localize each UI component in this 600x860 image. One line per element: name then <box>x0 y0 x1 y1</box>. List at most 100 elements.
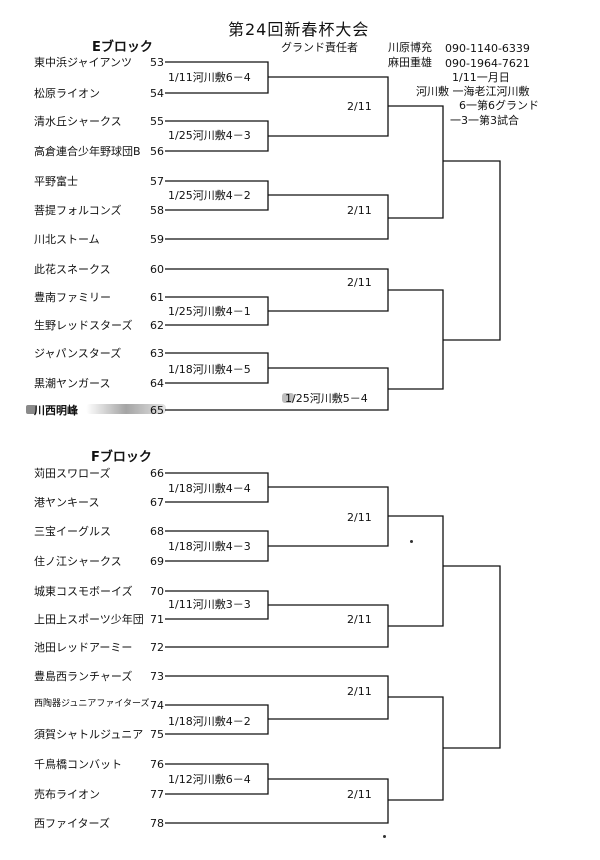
f-block-bracket <box>165 472 501 824</box>
team-name: 菩提フォルコンズ <box>34 204 122 217</box>
team-number: 60 <box>150 263 164 276</box>
match-result: 1/11河川敷6－4 <box>168 71 251 84</box>
team-number: 78 <box>150 817 164 830</box>
team-number: 72 <box>150 641 164 654</box>
bracket-line <box>388 696 444 801</box>
team-number: 59 <box>150 233 164 246</box>
match-result: 1/12河川敷6－4 <box>168 773 251 786</box>
team-number: 67 <box>150 496 164 509</box>
bracket-line <box>165 604 389 648</box>
contact-phone-1: 090-1140-6339 <box>445 42 530 55</box>
bracket-line <box>165 180 269 211</box>
match-result: 1/18河川敷4－2 <box>168 715 251 728</box>
team-number: 61 <box>150 291 164 304</box>
match-result: 1/25河川敷4－3 <box>168 129 251 142</box>
bracket-line <box>443 565 501 749</box>
bracket-line <box>268 76 389 137</box>
team-number: 57 <box>150 175 164 188</box>
team-number: 62 <box>150 319 164 332</box>
bracket-line <box>165 367 389 411</box>
match-result: 2/11 <box>347 100 372 113</box>
team-name: ジャパンスターズ <box>34 347 122 360</box>
bracket-line <box>165 268 389 312</box>
team-name: 川西明峰 <box>34 404 78 417</box>
team-number: 74 <box>150 699 164 712</box>
info-date-legend: 1/11一月日 <box>452 71 510 84</box>
contact-name-2: 麻田重雄 <box>388 56 432 69</box>
bracket-line <box>268 486 389 547</box>
match-result: 2/11 <box>347 613 372 626</box>
contact-phone-2: 090-1964-7621 <box>445 57 530 70</box>
block-heading-f: Fブロック <box>91 450 152 465</box>
block-heading-e: Eブロック <box>92 40 153 55</box>
bracket-line <box>165 296 269 326</box>
bracket-line <box>165 590 269 620</box>
team-name: 住ノ江シャークス <box>34 555 122 568</box>
team-number: 68 <box>150 525 164 538</box>
ink-smudge <box>26 405 36 414</box>
match-result: 2/11 <box>347 788 372 801</box>
team-name: 清水丘シャークス <box>34 115 122 128</box>
bracket-line <box>165 675 389 720</box>
speck <box>383 835 386 838</box>
team-name: 苅田スワローズ <box>34 467 111 480</box>
match-result: 2/11 <box>347 204 372 217</box>
team-number: 75 <box>150 728 164 741</box>
match-result: 2/11 <box>347 685 372 698</box>
match-result: 1/25河川敷4－2 <box>168 189 251 202</box>
team-number: 55 <box>150 115 164 128</box>
match-result: 1/11河川敷3－3 <box>168 598 251 611</box>
team-number: 58 <box>150 204 164 217</box>
match-result: 1/18河川敷4－5 <box>168 363 251 376</box>
team-name: 川北ストーム <box>34 233 100 246</box>
team-number: 73 <box>150 670 164 683</box>
team-name: 平野富士 <box>34 175 78 188</box>
team-name: 東中浜ジャイアンツ <box>34 56 133 69</box>
team-number: 56 <box>150 145 164 158</box>
bracket-line <box>388 289 444 390</box>
page-title: 第24回新春杯大会 <box>228 20 370 39</box>
speck <box>410 540 413 543</box>
match-result: 1/25河川敷5－4 <box>285 392 368 405</box>
bracket-line <box>165 472 269 503</box>
bracket-line <box>165 530 269 562</box>
team-number: 71 <box>150 613 164 626</box>
ink-smudge <box>282 393 294 403</box>
team-name: 池田レッドアーミー <box>34 641 133 654</box>
info-ground-legend: 6一第6グランド <box>459 99 539 112</box>
team-number: 66 <box>150 467 164 480</box>
match-result: 2/11 <box>347 511 372 524</box>
info-venue-legend: 河川敷 一海老江河川敷 <box>416 85 530 98</box>
team-number: 53 <box>150 56 164 69</box>
match-result: 1/18河川敷4－3 <box>168 540 251 553</box>
team-name: 港ヤンキース <box>34 496 100 509</box>
team-name: 黒潮ヤンガース <box>34 377 111 390</box>
bracket-line <box>165 704 269 735</box>
team-name: 三宝イーグルス <box>34 525 111 538</box>
team-number: 54 <box>150 87 164 100</box>
team-name: 千鳥橋コンバット <box>34 758 122 771</box>
team-name: 生野レッドスターズ <box>34 319 133 332</box>
contact-name-1: 川原博充 <box>388 41 432 54</box>
bracket-line <box>165 194 389 240</box>
team-name: 松原ライオン <box>34 87 100 100</box>
team-name: 西陶器ジュニアファイターズ <box>34 699 150 709</box>
grand-manager-label: グランド責任者 <box>281 41 358 54</box>
team-name: 上田上スポーツ少年団 <box>34 613 144 626</box>
team-name: 須賀シャトルジュニア <box>34 728 144 741</box>
team-number: 63 <box>150 347 164 360</box>
team-name: 高倉連合少年野球団B <box>34 145 141 158</box>
e-block-bracket <box>165 61 501 411</box>
team-name: 売布ライオン <box>34 788 100 801</box>
ink-smudge <box>86 404 166 414</box>
team-number: 65 <box>150 404 164 417</box>
bracket-line <box>165 352 269 384</box>
bracket-line <box>165 61 269 94</box>
bracket-line <box>165 120 269 152</box>
bracket-line <box>388 105 444 219</box>
bracket-line <box>165 778 389 824</box>
team-number: 70 <box>150 585 164 598</box>
team-name: 豊島西ランチャーズ <box>34 670 133 683</box>
